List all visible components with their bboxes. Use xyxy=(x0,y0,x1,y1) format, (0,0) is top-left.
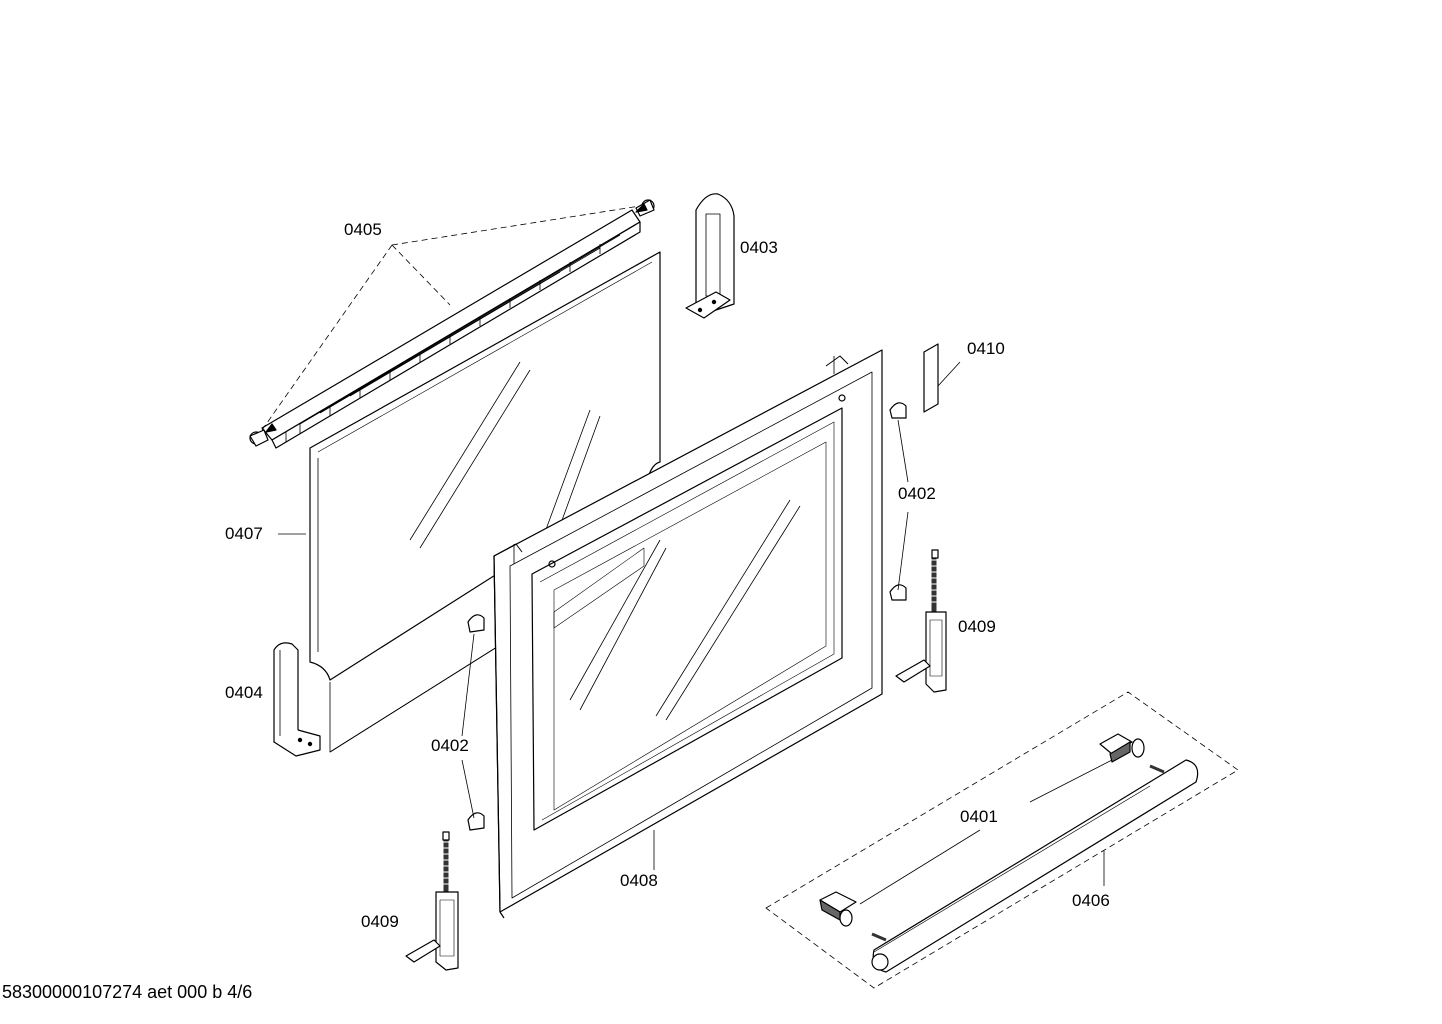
label-strip-part xyxy=(923,343,939,413)
rail-leader-dashes xyxy=(261,205,641,431)
callout-label-0408: 0408 xyxy=(620,871,658,890)
callout-label-0407: 0407 xyxy=(225,524,263,543)
callout-label-0410: 0410 xyxy=(967,339,1005,358)
callout-label-0406: 0406 xyxy=(1072,891,1110,910)
hinge-lower-left-part xyxy=(405,831,459,971)
callout-label-0405: 0405 xyxy=(344,220,382,239)
upper-right-bracket-part xyxy=(685,193,735,319)
callout-label-0401: 0401 xyxy=(960,807,998,826)
callout-label-0402-right: 0402 xyxy=(898,484,936,503)
outer-door-panel-part xyxy=(493,349,883,919)
callout-label-0409-left: 0409 xyxy=(361,912,399,931)
callout-label-0402-left: 0402 xyxy=(431,736,469,755)
handle-bar-part xyxy=(819,733,1199,973)
hinge-caps-part xyxy=(467,402,907,831)
top-profile-rail-part xyxy=(249,199,655,449)
document-id-footer: 58300000107274 aet 000 b 4/6 xyxy=(2,982,253,1002)
callout-label-0409-right: 0409 xyxy=(958,617,996,636)
leader-lines xyxy=(278,361,1113,905)
hinge-upper-right-part xyxy=(895,549,947,693)
lower-left-bracket-part xyxy=(273,642,321,757)
callout-label-0404: 0404 xyxy=(225,683,263,702)
callout-label-0403: 0403 xyxy=(740,238,778,257)
handle-kit-dashed-box xyxy=(765,691,1239,989)
